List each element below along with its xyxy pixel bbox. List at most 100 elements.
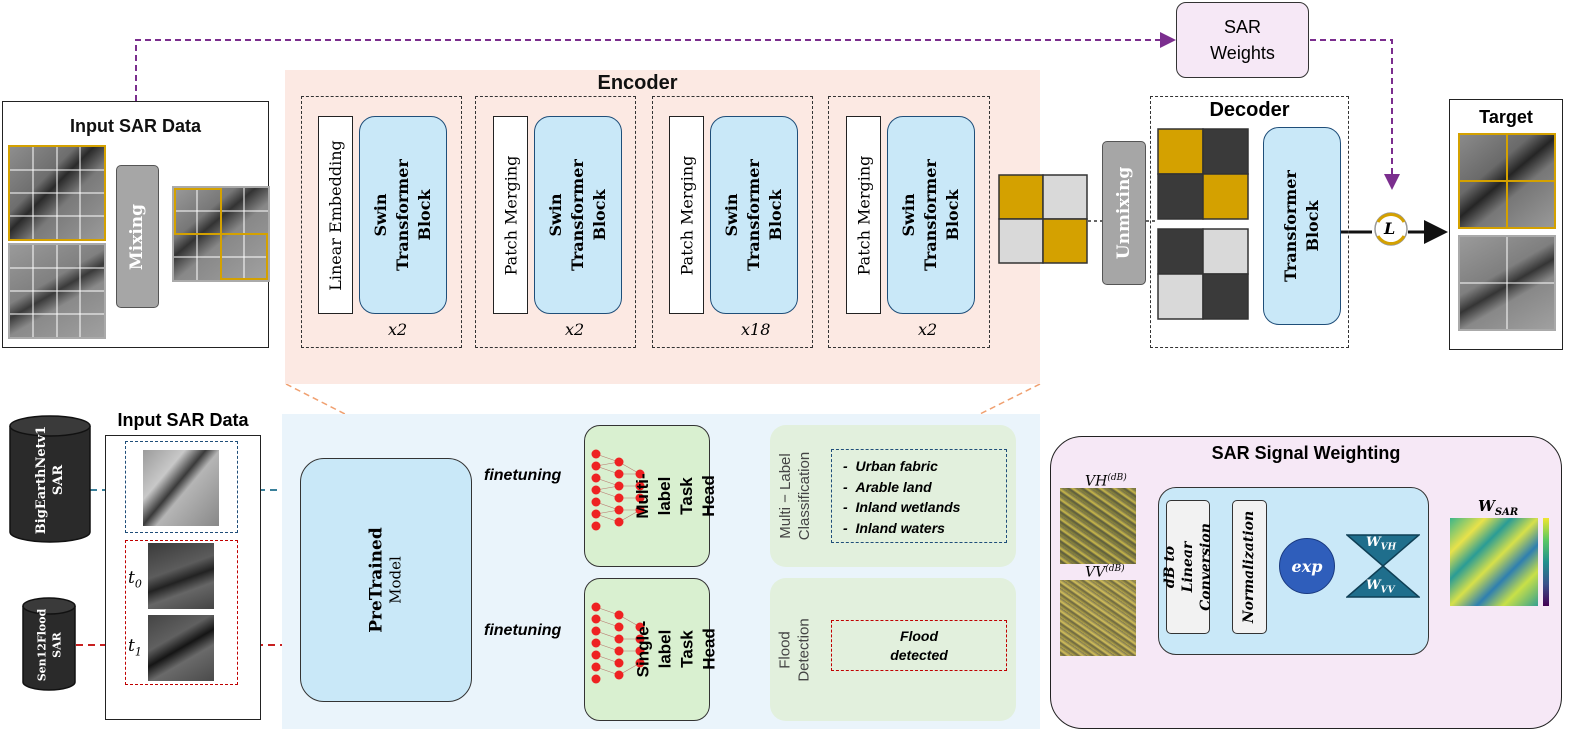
sar-weighting-title: SAR Signal Weighting [1211, 443, 1401, 463]
flood-result-frame: Flood detected [831, 620, 1007, 671]
normalization-label: Normalization [1241, 510, 1258, 624]
decoder-transformer-block: Transformer Block [1263, 127, 1341, 325]
mixed-sar-image [172, 186, 270, 282]
t0-label: t0 [128, 568, 142, 591]
bigearthnet-label-wrap: BigEarthNetv1 SAR [8, 424, 92, 536]
target-title: Target [1479, 107, 1533, 127]
vh-label: VH(dB) [1085, 473, 1127, 490]
target-image-b [1458, 235, 1556, 331]
stage4-patch-merging: Patch Merging [846, 116, 881, 314]
t1-label: t1 [128, 636, 142, 659]
w-sar-colorbar [1543, 518, 1549, 606]
encoder-stage-4 [828, 96, 990, 348]
mlc-result-list: - Urban fabric - Arable land - Inland we… [843, 456, 960, 538]
weight-hourglass-icon [1346, 534, 1420, 598]
stage2-swin-block: Swin Transformer Block [534, 116, 622, 314]
bigearthnet-sample-frame [125, 441, 238, 533]
weights-path-out [1310, 39, 1400, 190]
sar-weights-label: SAR Weights [1210, 17, 1275, 63]
single-label-head-label: Single-label Task Head [633, 620, 719, 678]
decoder-grid-gold [1157, 128, 1249, 220]
vh-image [1060, 488, 1136, 564]
unmixing-block: Unmixing [1102, 141, 1146, 285]
sar-weights-box: SAR Weights [1176, 2, 1309, 78]
single-label-task-head [584, 578, 710, 721]
db-to-linear-block: dB to Linear Conversion [1162, 500, 1214, 634]
target-image-a [1458, 133, 1556, 229]
pretrained-label: PreTrained [367, 527, 387, 633]
flood-label-wrap: Flood Detection [772, 585, 818, 715]
neural-net-icon-1 [591, 449, 645, 531]
multi-label-output-panel [770, 425, 1016, 567]
w-vv-label: WVV [1366, 578, 1395, 596]
vv-image [1060, 580, 1136, 656]
stage2-repeat: x2 [565, 320, 585, 339]
zoom-lines [285, 383, 1041, 415]
vv-label: VV(dB) [1085, 564, 1125, 581]
decoder-grid-gray [1157, 228, 1249, 320]
single-label-head-text-wrap: Single-label Task Head [633, 583, 718, 715]
stage3-swin-block: Swin Transformer Block [710, 116, 798, 314]
decoder-title: Decoder [1209, 99, 1290, 121]
mixing-label: Mixing [127, 203, 148, 270]
sen12flood-label-wrap: Sen12Flood SAR [21, 604, 77, 686]
stage1-swin-block: Swin Transformer Block [359, 116, 447, 314]
mlc-item: - Arable land [843, 478, 932, 495]
stage3-repeat: x18 [741, 320, 771, 339]
encoder-title: Encoder [597, 72, 678, 94]
stage3-patch-merging: Patch Merging [669, 116, 704, 314]
encoder-stage-3 [652, 96, 813, 348]
bottom-input-title: Input SAR Data [117, 410, 249, 430]
exp-label: exp [1291, 556, 1323, 576]
exp-node: exp [1279, 538, 1335, 594]
db-to-linear-label: dB to Linear Conversion [1162, 523, 1215, 611]
mlc-result-frame [831, 449, 1007, 543]
mlc-item: - Urban fabric [843, 458, 938, 474]
sar-image-a [8, 145, 106, 241]
finetuning-label-2: finetuning [484, 622, 562, 639]
stage4-swin-block: Swin Transformer Block [887, 116, 975, 314]
bigearthnet-cylinder-icon [9, 415, 91, 543]
multi-label-head-text-wrap: Multi-label Task Head [633, 430, 718, 562]
sen12flood-label: Sen12Flood SAR [35, 608, 64, 682]
bigearthnet-label: BigEarthNetv1 SAR [34, 425, 67, 535]
sen12flood-cylinder-icon [22, 597, 76, 691]
w-sar-heatmap [1450, 518, 1538, 606]
stage4-repeat: x2 [918, 320, 938, 339]
mlc-item: - Inland waters [843, 519, 945, 536]
stage2-patch-merging: Patch Merging [493, 116, 528, 314]
weights-path-in [135, 32, 1176, 101]
sar-image-b [8, 243, 106, 339]
stage1-repeat: x2 [388, 320, 408, 339]
mlc-item: - Inland wetlands [843, 499, 961, 515]
unmixing-label: Unmixing [1114, 166, 1135, 260]
mlc-label: Multi − Label Classification [777, 451, 813, 541]
loss-icon [1374, 212, 1408, 246]
mlc-label-wrap: Multi − Label Classification [772, 432, 818, 560]
mixing-block: Mixing [116, 165, 159, 308]
flood-result-label: Flood detected [890, 627, 948, 663]
stage1-linear-embedding: Linear Embedding [318, 116, 353, 314]
w-vh-label: WVH [1366, 535, 1397, 553]
encoder-stage-1 [301, 96, 462, 348]
sen12flood-sample-frame [125, 540, 238, 685]
sen12flood-image-t0 [148, 543, 214, 609]
loss-label: L [1384, 219, 1396, 238]
neural-net-icon-2 [591, 602, 645, 684]
model-label: Model [387, 556, 405, 604]
w-sar-label: WSAR [1478, 497, 1519, 518]
flood-label: Flood Detection [777, 618, 814, 682]
sen12flood-image-t1 [148, 615, 214, 681]
flood-output-panel [770, 578, 1016, 721]
normalization-block: Normalization [1232, 500, 1267, 634]
pretrained-model-box: PreTrained Model [300, 458, 472, 702]
input-sar-title: Input SAR Data [69, 116, 201, 136]
encoder-stage-2 [475, 96, 636, 348]
encoded-token-grid [998, 174, 1088, 264]
decoder-panel [1150, 96, 1349, 348]
multi-label-head-label: Multi-label Task Head [633, 473, 718, 519]
finetuning-label-1: finetuning [484, 467, 562, 484]
multi-label-task-head [584, 425, 710, 567]
bigearthnet-sample-image [143, 450, 219, 526]
